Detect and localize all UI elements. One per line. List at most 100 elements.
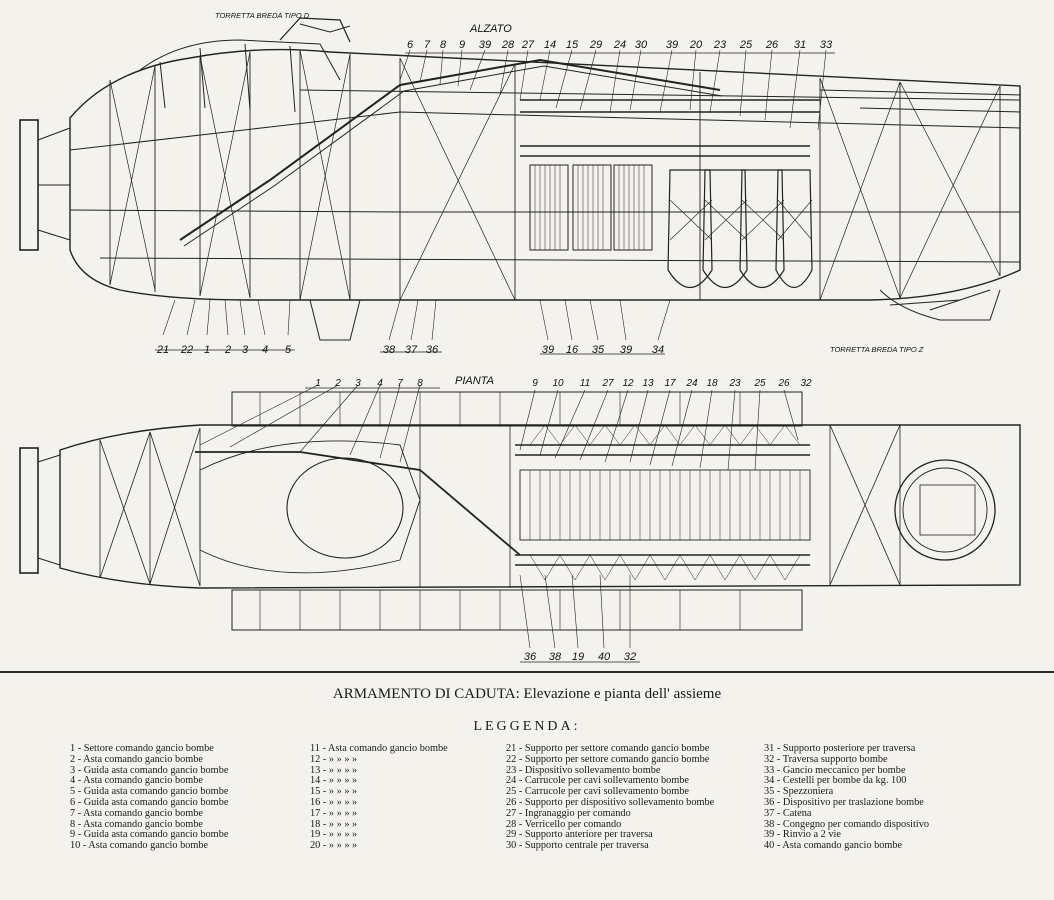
callout-number: 17 [664, 378, 676, 389]
callout-number: 37 [405, 344, 418, 356]
legend-item: 10 - Asta comando gancio bombe [70, 840, 209, 852]
callout-number: 16 [566, 344, 579, 356]
legend-item: 34 - Cestelli per bombe da kg. 100 [764, 775, 907, 787]
callout-number: 38 [549, 651, 562, 663]
legend-column-1: 1 - Settore comando gancio bombe 2 - Ast… [70, 743, 229, 852]
legend-item: 37 - Catena [764, 807, 812, 819]
callout-number: 3 [242, 344, 249, 356]
callout-number: 21 [156, 344, 169, 356]
separator-rule [0, 671, 1054, 673]
figure-caption: ARMAMENTO DI CADUTA: Elevazione e pianta… [332, 686, 722, 702]
top-turret-label: TORRETTA BREDA TIPO D [215, 11, 310, 20]
callout-number: 39 [666, 39, 678, 51]
callout-number: 20 [689, 39, 703, 51]
callout-number: 25 [753, 378, 766, 389]
legend-item: 14 - » » » » [310, 775, 358, 787]
callout-number: 14 [544, 39, 556, 51]
callout-number: 6 [407, 39, 414, 51]
legend-item: 17 - » » » » [310, 807, 358, 819]
legend-item: 24 - Carrucole per cavi sollevamento bom… [506, 775, 689, 787]
callout-number: 12 [622, 378, 634, 389]
callout-number: 1 [204, 344, 210, 356]
callout-number: 7 [397, 378, 403, 389]
legend-item: 19 - » » » » [310, 829, 358, 841]
elevation-view [19, 17, 1021, 355]
legend-item: 11 - Asta comando gancio bombe [310, 743, 448, 754]
callout-number: 22 [180, 344, 193, 356]
legend-item: 23 - Dispositivo sollevamento bombe [506, 764, 661, 776]
legend-item: 26 - Supporto per dispositivo sollevamen… [506, 796, 715, 808]
callout-number: 8 [440, 39, 447, 51]
callout-number: 26 [765, 39, 779, 51]
elevation-title: ALZATO [469, 23, 512, 35]
legend-item: 7 - Asta comando gancio bombe [70, 807, 203, 819]
callout-number: 35 [592, 344, 605, 356]
callout-number: 23 [713, 39, 727, 51]
callout-number: 30 [635, 39, 648, 51]
callout-number: 9 [459, 39, 465, 51]
callout-number: 28 [501, 39, 515, 51]
legend-item: 20 - » » » » [310, 840, 358, 852]
legend-item: 6 - Guida asta comando gancio bombe [70, 796, 229, 808]
callout-number: 4 [377, 378, 383, 389]
legend-item: 8 - Asta comando gancio bombe [70, 818, 203, 830]
callout-number: 2 [334, 378, 341, 389]
legend-item: 22 - Supporto per settore comando gancio… [506, 753, 710, 765]
legend-item: 21 - Supporto per settore comando gancio… [506, 743, 710, 754]
callout-number: 36 [426, 344, 439, 356]
callout-number: 13 [642, 378, 654, 389]
legend-item: 16 - » » » » [310, 796, 358, 808]
callout-number: 3 [355, 378, 361, 389]
callout-number: 24 [685, 378, 698, 389]
callout-number: 27 [521, 39, 535, 51]
legend-item: 9 - Guida asta comando gancio bombe [70, 829, 229, 841]
callout-number: 15 [566, 39, 579, 51]
callout-number: 5 [285, 344, 292, 356]
legend-item: 32 - Traversa supporto bombe [764, 753, 888, 765]
legend-item: 39 - Rinvio a 2 vie [764, 829, 841, 841]
callout-number: 18 [706, 378, 718, 389]
callout-number: 9 [532, 378, 538, 389]
callout-number: 26 [777, 378, 790, 389]
legend-item: 4 - Asta comando gancio bombe [70, 775, 203, 787]
legend-item: 38 - Congegno per comando dispositivo [764, 818, 930, 830]
legend-item: 33 - Gancio meccanico per bombe [764, 764, 906, 776]
callout-number: 32 [624, 651, 636, 663]
legend-column-2: 11 - Asta comando gancio bombe 12 - » » … [310, 743, 448, 852]
legend-item: 5 - Guida asta comando gancio bombe [70, 786, 229, 798]
legend-column-3: 21 - Supporto per settore comando gancio… [506, 743, 715, 852]
plan-view [19, 384, 1021, 663]
callout-number: 32 [800, 378, 812, 389]
callout-number: 25 [739, 39, 753, 51]
legend-item: 30 - Supporto centrale per traversa [506, 840, 649, 852]
callout-number: 36 [524, 651, 537, 663]
legend-item: 29 - Supporto anteriore per traversa [506, 829, 653, 841]
legend-item: 25 - Carrucole per cavi sollevamento bom… [506, 786, 689, 798]
callout-number: 19 [572, 651, 584, 663]
legend-item: 35 - Spezzoniera [764, 786, 834, 798]
callout-number: 34 [652, 344, 664, 356]
callout-number: 4 [262, 344, 268, 356]
legend-item: 2 - Asta comando gancio bombe [70, 753, 203, 765]
callout-number: 39 [620, 344, 632, 356]
callout-number: 38 [383, 344, 396, 356]
plan-title: PIANTA [455, 375, 494, 387]
legend-item: 12 - » » » » [310, 753, 358, 765]
bottom-turret-label: TORRETTA BREDA TIPO Z [830, 345, 924, 354]
callout-number: 27 [601, 378, 614, 389]
callout-number: 39 [542, 344, 554, 356]
legend-item: 40 - Asta comando gancio bombe [764, 840, 903, 852]
technical-drawing: ALZATO PIANTA TORRETTA BREDA TIPO D TORR… [19, 11, 1021, 663]
callout-number: 29 [589, 39, 602, 51]
legend-item: 18 - » » » » [310, 818, 358, 830]
callout-number: 39 [479, 39, 491, 51]
legend-item: 15 - » » » » [310, 786, 358, 798]
legend-title: LEGGENDA: [473, 719, 581, 734]
callout-number: 2 [224, 344, 231, 356]
callout-number: 40 [598, 651, 611, 663]
legend-item: 13 - » » » » [310, 764, 358, 776]
legend-item: 31 - Supporto posteriore per traversa [764, 743, 916, 754]
callout-number: 1 [315, 378, 321, 389]
legend-item: 36 - Dispositivo per traslazione bombe [764, 796, 924, 808]
